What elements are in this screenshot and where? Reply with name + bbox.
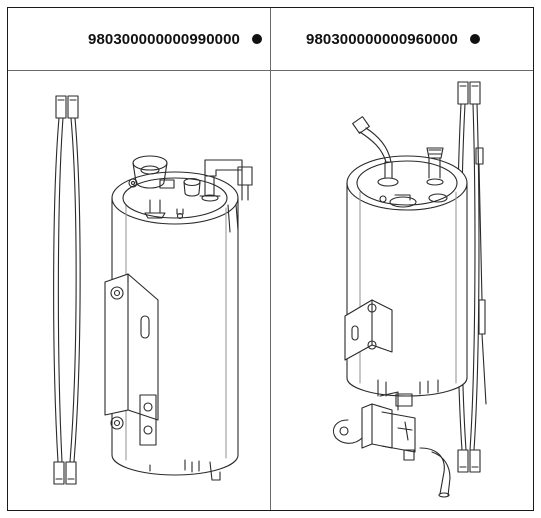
header-divider — [8, 70, 533, 71]
part-number-header-left: 980300000000990000 — [8, 8, 270, 70]
parts-table: 980300000000990000 980300000000960000 — [7, 7, 534, 511]
part-number-header-right: 980300000000960000 — [271, 8, 535, 70]
part-number-right: 980300000000960000 — [306, 30, 458, 48]
boiler-left — [104, 155, 253, 481]
part-number-left: 980300000000990000 — [88, 30, 240, 48]
column-divider — [270, 8, 271, 510]
filled-dot-icon — [252, 34, 262, 44]
solenoid-valve — [332, 391, 451, 498]
wire-harness-left — [53, 95, 81, 485]
boiler-right — [344, 116, 468, 397]
filled-dot-icon — [469, 34, 480, 44]
